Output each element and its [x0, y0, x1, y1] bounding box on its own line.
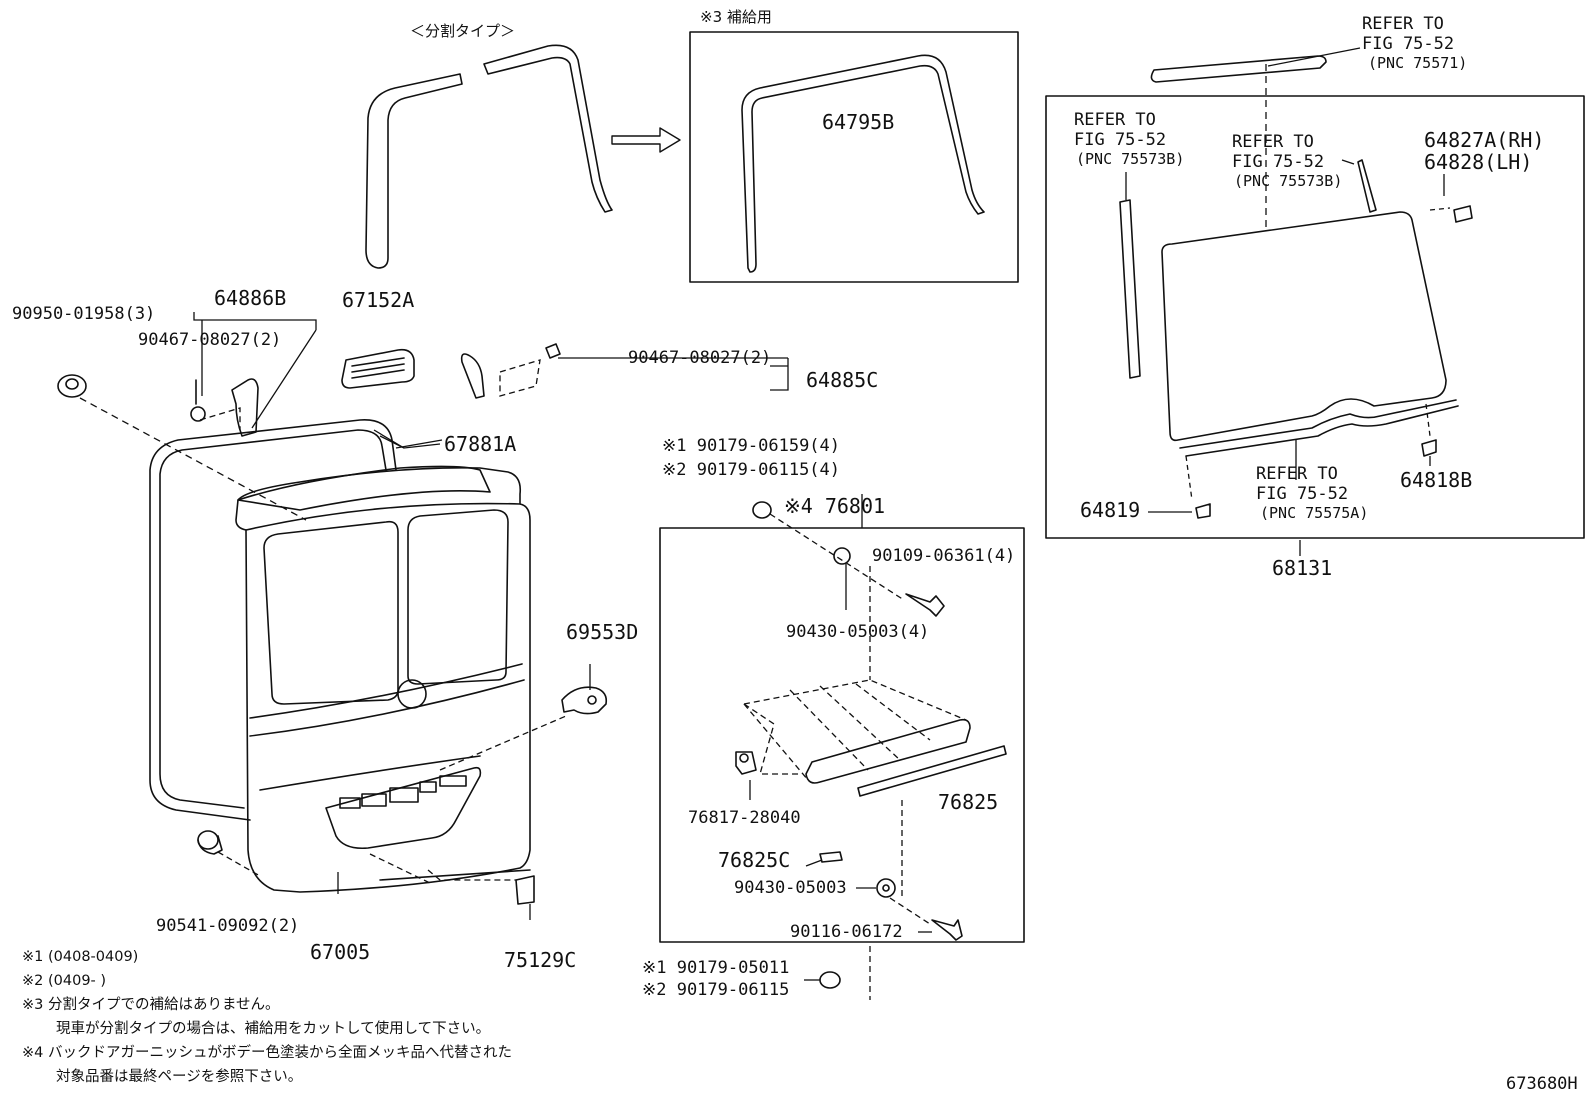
moulding-76825	[857, 745, 1007, 797]
ref-left-l1: REFER TO	[1074, 110, 1156, 130]
latch-69553D	[561, 686, 608, 715]
part-67152A: 67152A	[342, 288, 415, 312]
clip-90950	[57, 374, 87, 398]
part-68131: 68131	[1272, 556, 1333, 580]
figure-id: 673680H	[1506, 1074, 1578, 1094]
part-90179-06159: ※1 90179-06159(4)	[662, 436, 841, 456]
note-3b: 現車が分割タイプの場合は、補給用をカットして使用して下さい。	[56, 1021, 491, 1037]
arrow-to-supply	[611, 127, 681, 153]
back-glass	[1161, 211, 1459, 457]
ref-top-l1: REFER TO	[1362, 14, 1444, 34]
cap-75129C	[515, 875, 535, 905]
hinge-67152A	[341, 348, 415, 389]
part-76801: ※4 76801	[784, 494, 886, 518]
stopper-90541	[197, 830, 223, 855]
ref-bottom-l2: FIG 75-52	[1256, 484, 1349, 504]
nut-90179-top	[752, 501, 772, 519]
ref-left-l2: FIG 75-52	[1074, 130, 1167, 150]
side-strip-75573B-right	[1357, 159, 1377, 213]
grommet-76817	[735, 751, 757, 775]
part-76817-28040: 76817-28040	[688, 808, 801, 828]
part-64818B: 64818B	[1400, 468, 1473, 492]
spoiler	[237, 465, 491, 511]
split-weatherstrip-right	[483, 44, 613, 213]
part-90541-09092: 90541-09092(2)	[156, 916, 300, 936]
ref-left-l3: (PNC 75573B)	[1076, 150, 1185, 168]
part-64827A: 64827A(RH)	[1424, 128, 1545, 152]
supply-box	[689, 31, 1019, 283]
cover-64885C	[460, 353, 485, 399]
part-90950-01958: 90950-01958(3)	[12, 304, 156, 324]
split-weatherstrip-left	[365, 73, 463, 269]
part-90467-08027-left: 90467-08027(2)	[138, 330, 282, 350]
supply-weatherstrip	[741, 54, 985, 273]
label-supply-box: ※3 補給用	[700, 8, 772, 26]
part-75129C: 75129C	[504, 948, 577, 972]
bolt-90116	[931, 919, 963, 941]
note-1: ※1 (0408-0409)	[22, 949, 139, 965]
part-67881A: 67881A	[444, 432, 517, 456]
clip-90467-left	[190, 379, 206, 422]
part-90430-05003-top: 90430-05003(4)	[786, 622, 930, 642]
part-64828: 64828(LH)	[1424, 150, 1533, 174]
part-64886B: 64886B	[214, 286, 287, 310]
part-90109-06361: 90109-06361(4)	[872, 546, 1016, 566]
label-split-type: ＜分割タイプ＞	[410, 22, 516, 40]
part-90430-05003-bottom: 90430-05003	[734, 878, 847, 898]
strip-76825C	[819, 851, 843, 863]
back-door-weatherstrip	[149, 419, 397, 821]
washer-90430-top	[833, 547, 851, 565]
cover-64886B	[231, 378, 259, 437]
part-69553D: 69553D	[566, 620, 639, 644]
part-67005: 67005	[310, 940, 371, 964]
clip-64818B	[1421, 439, 1437, 457]
garnish-box	[659, 527, 1025, 943]
part-90116-06172: 90116-06172	[790, 922, 903, 942]
ref-bottom-l3: (PNC 75575A)	[1260, 504, 1369, 522]
clip-90467-right	[545, 343, 561, 359]
part-64795B: 64795B	[822, 110, 895, 134]
bracket-64827A	[1453, 205, 1473, 223]
glass-box	[1045, 95, 1585, 539]
top-strip-75571	[1150, 55, 1327, 83]
note-4a: ※4 バックドアガーニッシュがボデー色塗装から全面メッキ品へ代替された	[22, 1045, 512, 1061]
washer-90430-bottom	[876, 878, 896, 898]
part-90179-06115-top: ※2 90179-06115(4)	[662, 460, 841, 480]
garnish-76801	[805, 718, 971, 784]
ref-mid-l1: REFER TO	[1232, 132, 1314, 152]
ref-top-l2: FIG 75-52	[1362, 34, 1455, 54]
nut-90179-bottom	[819, 971, 841, 989]
bolt-90109	[905, 593, 945, 617]
part-76825: 76825	[938, 790, 999, 814]
ref-mid-l2: FIG 75-52	[1232, 152, 1325, 172]
ref-mid-l3: (PNC 75573B)	[1234, 172, 1343, 190]
part-64819: 64819	[1080, 498, 1141, 522]
note-2: ※2 (0409- )	[22, 973, 107, 989]
part-90467-08027-right: 90467-08027(2)	[628, 348, 772, 368]
part-90179-06115-bottom: ※2 90179-06115	[642, 980, 790, 1000]
ref-bottom-l1: REFER TO	[1256, 464, 1338, 484]
note-3a: ※3 分割タイプでの補給はありません。	[22, 997, 280, 1013]
back-door-panel	[235, 466, 531, 893]
part-90179-05011: ※1 90179-05011	[642, 958, 790, 978]
note-4b: 対象品番は最終ページを参照下さい。	[56, 1069, 303, 1085]
side-strip-75573B-left	[1119, 199, 1141, 379]
ref-top-l3: (PNC 75571)	[1368, 54, 1468, 72]
clip-64819	[1195, 503, 1211, 519]
part-64885C: 64885C	[806, 368, 879, 392]
part-76825C: 76825C	[718, 848, 791, 872]
